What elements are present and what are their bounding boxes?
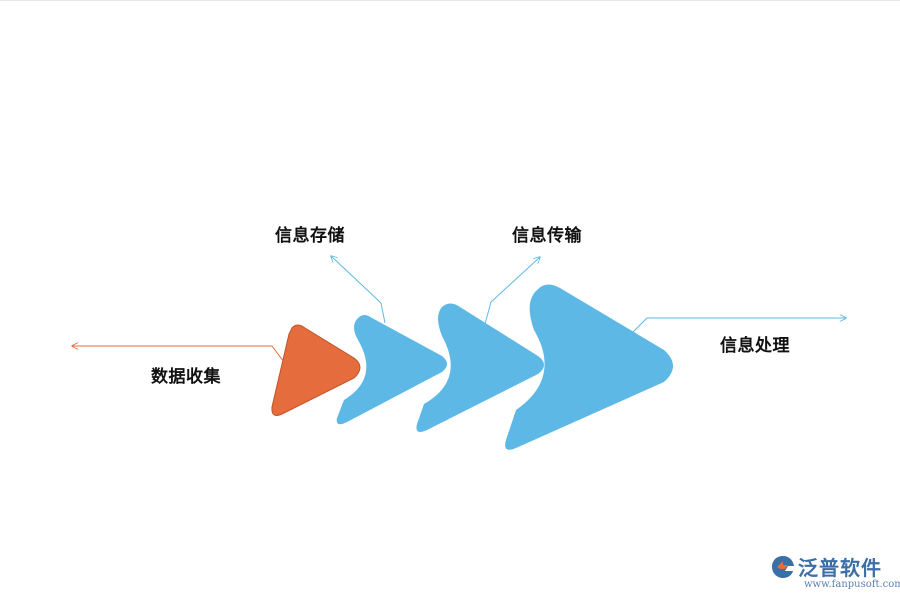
fanpu-logo-icon [772,556,794,578]
leader-line-info-processing [632,318,846,333]
step-shape-info-storage [336,315,447,425]
step-label-info-storage: 信息存储 [275,226,345,246]
step-label-info-transmission: 信息传输 [512,226,582,246]
step-shape-info-processing [505,284,673,450]
watermark-url: www.fanpusoft.com [804,579,900,590]
step-shape-data-collection [271,324,361,416]
watermark: 泛普软件 www.fanpusoft.com [770,552,900,596]
step-shape-info-transmission [416,303,544,432]
step-label-info-processing: 信息处理 [720,336,790,356]
leader-line-info-storage [331,256,386,324]
leader-line-info-transmission [484,257,540,325]
watermark-brand-name: 泛普软件 [798,556,882,580]
step-label-data-collection: 数据收集 [151,367,221,387]
leader-line-data-collection [72,346,285,363]
top-border-line [0,0,900,1]
